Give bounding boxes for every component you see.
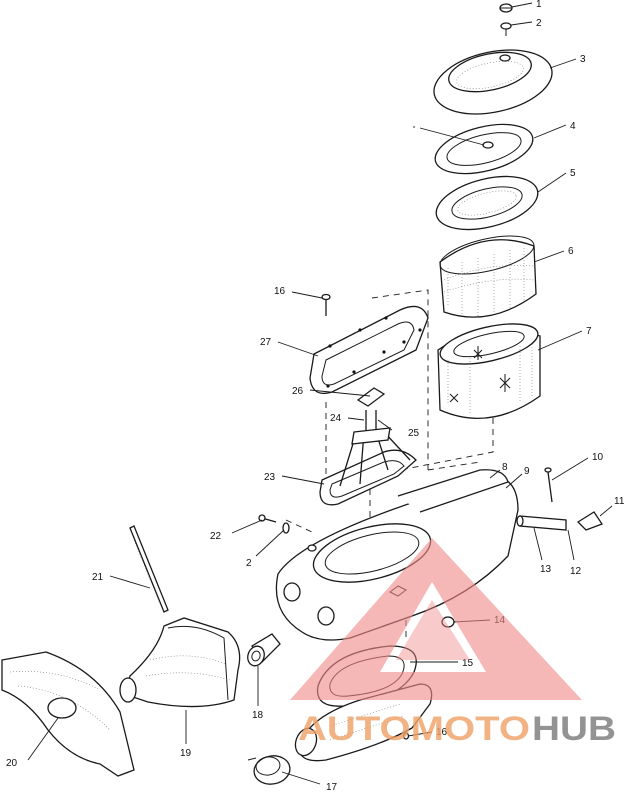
callout-10: 10	[592, 452, 604, 463]
part-16-bolt-top	[321, 293, 331, 316]
part-2-washer-side	[282, 522, 290, 534]
callout-16-top: 16	[274, 286, 286, 297]
part-19-intake-funnel	[119, 617, 241, 708]
snorkel-duct	[294, 683, 433, 762]
callout-7: 7	[586, 326, 592, 337]
callout-25: 25	[408, 428, 420, 439]
part-11-12-13-hose	[516, 511, 603, 531]
callout-16-bottom: 16	[436, 727, 448, 738]
part-18-bushing	[247, 633, 281, 667]
watermark-brand-part2: HUB	[532, 710, 616, 748]
callout-27: 27	[260, 337, 272, 348]
callout-2-side: 2	[246, 558, 252, 569]
callout-24: 24	[330, 413, 342, 424]
part-10-clamp	[544, 467, 553, 503]
part-22-screw	[258, 514, 277, 523]
callout-17: 17	[326, 782, 338, 792]
part-1-wing-nut	[499, 3, 513, 13]
part-26-bracket-plate	[356, 387, 386, 407]
part-17-cap	[247, 755, 291, 785]
part-20-panel	[1, 651, 135, 777]
callout-15: 15	[462, 658, 474, 669]
part-2-washer-top	[500, 22, 512, 36]
part-21-strap	[129, 525, 169, 613]
callout-5: 5	[570, 168, 576, 179]
callout-2-top: 2	[536, 18, 542, 29]
callout-21: 21	[92, 572, 104, 583]
part-3-cover	[433, 49, 553, 115]
watermark-logo: AUTOMOTO HUB	[290, 538, 616, 748]
part-27-plate	[309, 305, 429, 395]
leader-lines	[27, 2, 613, 785]
callout-20: 20	[6, 758, 18, 769]
watermark-triangle-icon	[290, 538, 582, 700]
callout-1: 1	[536, 0, 542, 10]
part-4-gasket	[413, 123, 534, 175]
callout-22: 22	[210, 531, 222, 542]
callout-19: 19	[180, 748, 192, 759]
callout-8: 8	[502, 462, 508, 473]
callout-13: 13	[540, 564, 552, 575]
callout-11: 11	[614, 496, 624, 507]
callout-26: 26	[292, 386, 304, 397]
callout-6: 6	[568, 246, 574, 257]
callout-4: 4	[570, 121, 576, 132]
callout-23: 23	[264, 472, 276, 483]
callout-18: 18	[252, 710, 264, 721]
callout-3: 3	[580, 54, 586, 65]
part-8-9-airbox	[275, 469, 519, 641]
watermark-brand-part1: AUTOMOTO	[298, 710, 530, 748]
part-23-frame	[319, 427, 417, 506]
part-6-pre-filter	[439, 235, 537, 318]
part-7-air-filter	[437, 323, 541, 419]
callout-12: 12	[570, 566, 582, 577]
part-5-ring	[435, 175, 539, 231]
callout-9: 9	[524, 466, 530, 477]
watermark-triangle-inner-icon	[396, 600, 470, 660]
